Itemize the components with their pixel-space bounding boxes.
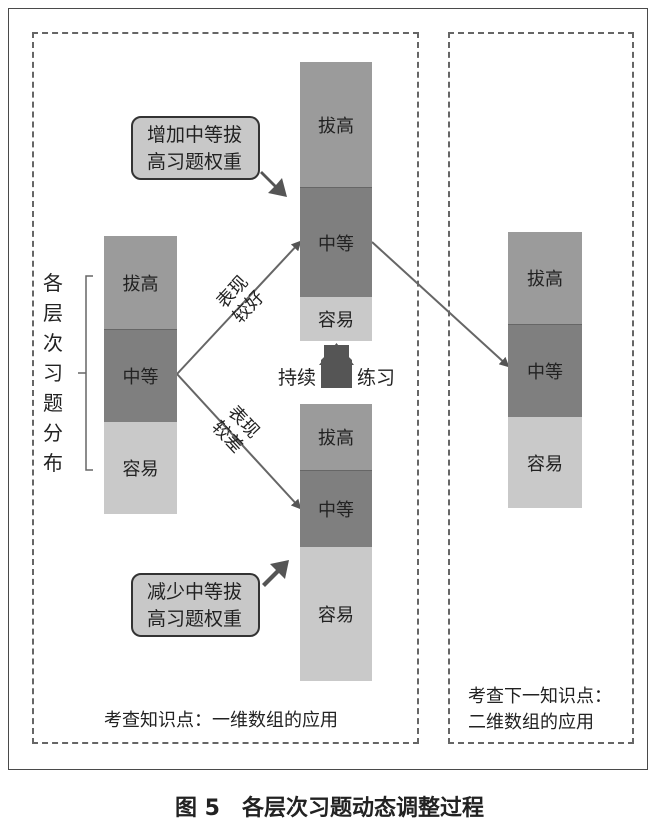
bottom-easy-segment: 容易 [300, 547, 372, 681]
bottom-medium-segment: 中等 [300, 470, 372, 547]
arrow-next [371, 241, 510, 368]
right-region [448, 32, 634, 744]
right-region-label-line2: 二维数组的应用 [468, 712, 594, 733]
left-region-label: 考查知识点：一维数组的应用 [104, 710, 338, 731]
arrow-poor [176, 373, 302, 510]
left-hard-segment: 拔高 [104, 236, 177, 329]
callout-increase-arrow [260, 171, 287, 197]
bottom-hard-segment: 拔高 [300, 404, 372, 470]
left-easy-segment: 容易 [104, 422, 177, 514]
right-region-label-line1: 考查下一知识点： [468, 686, 612, 707]
side-label: 各 层 次 习 题 分 布 [43, 271, 63, 475]
figure-caption: 图 5 各层次习题动态调整过程 [175, 796, 484, 821]
top-easy-segment: 容易 [300, 297, 372, 341]
callout-increase-weight: 增加中等拔 高习题权重 [131, 116, 260, 180]
callout-increase-line2: 高习题权重 [147, 151, 243, 173]
callout-decrease-weight: 减少中等拔 高习题权重 [131, 573, 260, 637]
callout-decrease-arrow [262, 560, 289, 587]
top-medium-segment: 中等 [300, 187, 372, 297]
callout-decrease-line2: 高习题权重 [147, 608, 243, 630]
left-region [32, 32, 419, 744]
side-bracket [78, 275, 93, 471]
practice-right-label: 练习 [357, 367, 396, 389]
right-medium-segment: 中等 [508, 324, 582, 417]
figure-frame [8, 8, 648, 770]
right-hard-segment: 拔高 [508, 232, 582, 324]
right-easy-segment: 容易 [508, 417, 582, 508]
practice-left-label: 持续 [278, 367, 317, 389]
arrow-good [176, 240, 302, 375]
left-medium-segment: 中等 [104, 329, 177, 422]
callout-decrease-line1: 减少中等拔 [147, 581, 243, 603]
callout-increase-line1: 增加中等拔 [147, 124, 243, 146]
top-hard-segment: 拔高 [300, 62, 372, 187]
